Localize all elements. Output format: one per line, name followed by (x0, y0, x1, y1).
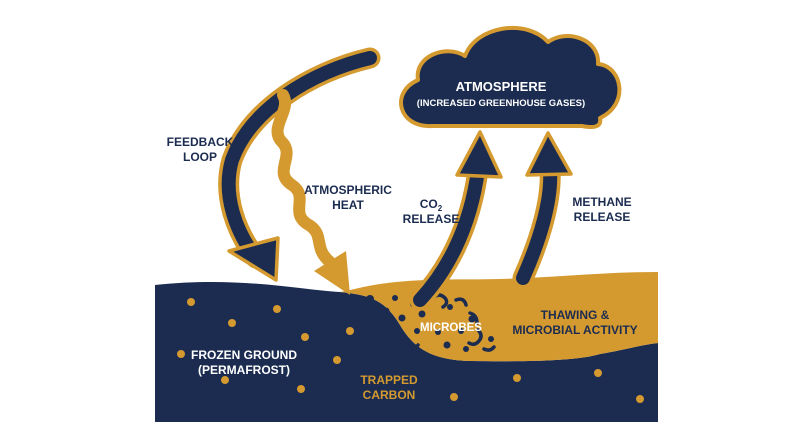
feedback-loop-label-line2: LOOP (183, 150, 217, 164)
frozen-ground-label-line2: (PERMAFROST) (198, 363, 290, 377)
co2-release-label-line2: RELEASE (403, 212, 460, 226)
cloud-shape (399, 26, 622, 129)
co2-release-arrow (409, 130, 503, 311)
microbes-label: MICROBES (420, 322, 482, 334)
trapped-carbon-label-line2: CARBON (363, 388, 416, 402)
co2-label-subscript: 2 (438, 204, 443, 213)
feedback-loop-arrow (218, 47, 381, 282)
methane-release-label-line2: RELEASE (574, 210, 631, 224)
atmospheric-heat-label-line1: ATMOSPHERIC (304, 183, 392, 197)
frozen-ground-layer (155, 282, 658, 422)
co2-label-main: CO (420, 197, 438, 211)
frozen-ground-carbon-dots (177, 298, 644, 403)
feedback-loop-label-line1: FEEDBACK (167, 135, 234, 149)
frozen-ground-label-line1: FROZEN GROUND (191, 348, 297, 362)
trapped-carbon-label-line1: TRAPPED (360, 373, 418, 387)
atmospheric-heat-label-line2: HEAT (332, 198, 364, 212)
heat-wave-arrow (271, 89, 350, 295)
methane-release-label-line1: METHANE (572, 195, 631, 209)
cloud-title: ATMOSPHERE (456, 79, 547, 94)
microbe-squiggles (414, 293, 496, 357)
cloud-subtitle: (INCREASED GREENHOUSE GASES) (417, 98, 585, 109)
thawing-label-line1: THAWING & (541, 308, 610, 322)
methane-release-arrow (512, 131, 573, 289)
co2-release-label-line1: CO2 (420, 197, 443, 213)
thawing-label-line2: MICROBIAL ACTIVITY (512, 323, 637, 337)
